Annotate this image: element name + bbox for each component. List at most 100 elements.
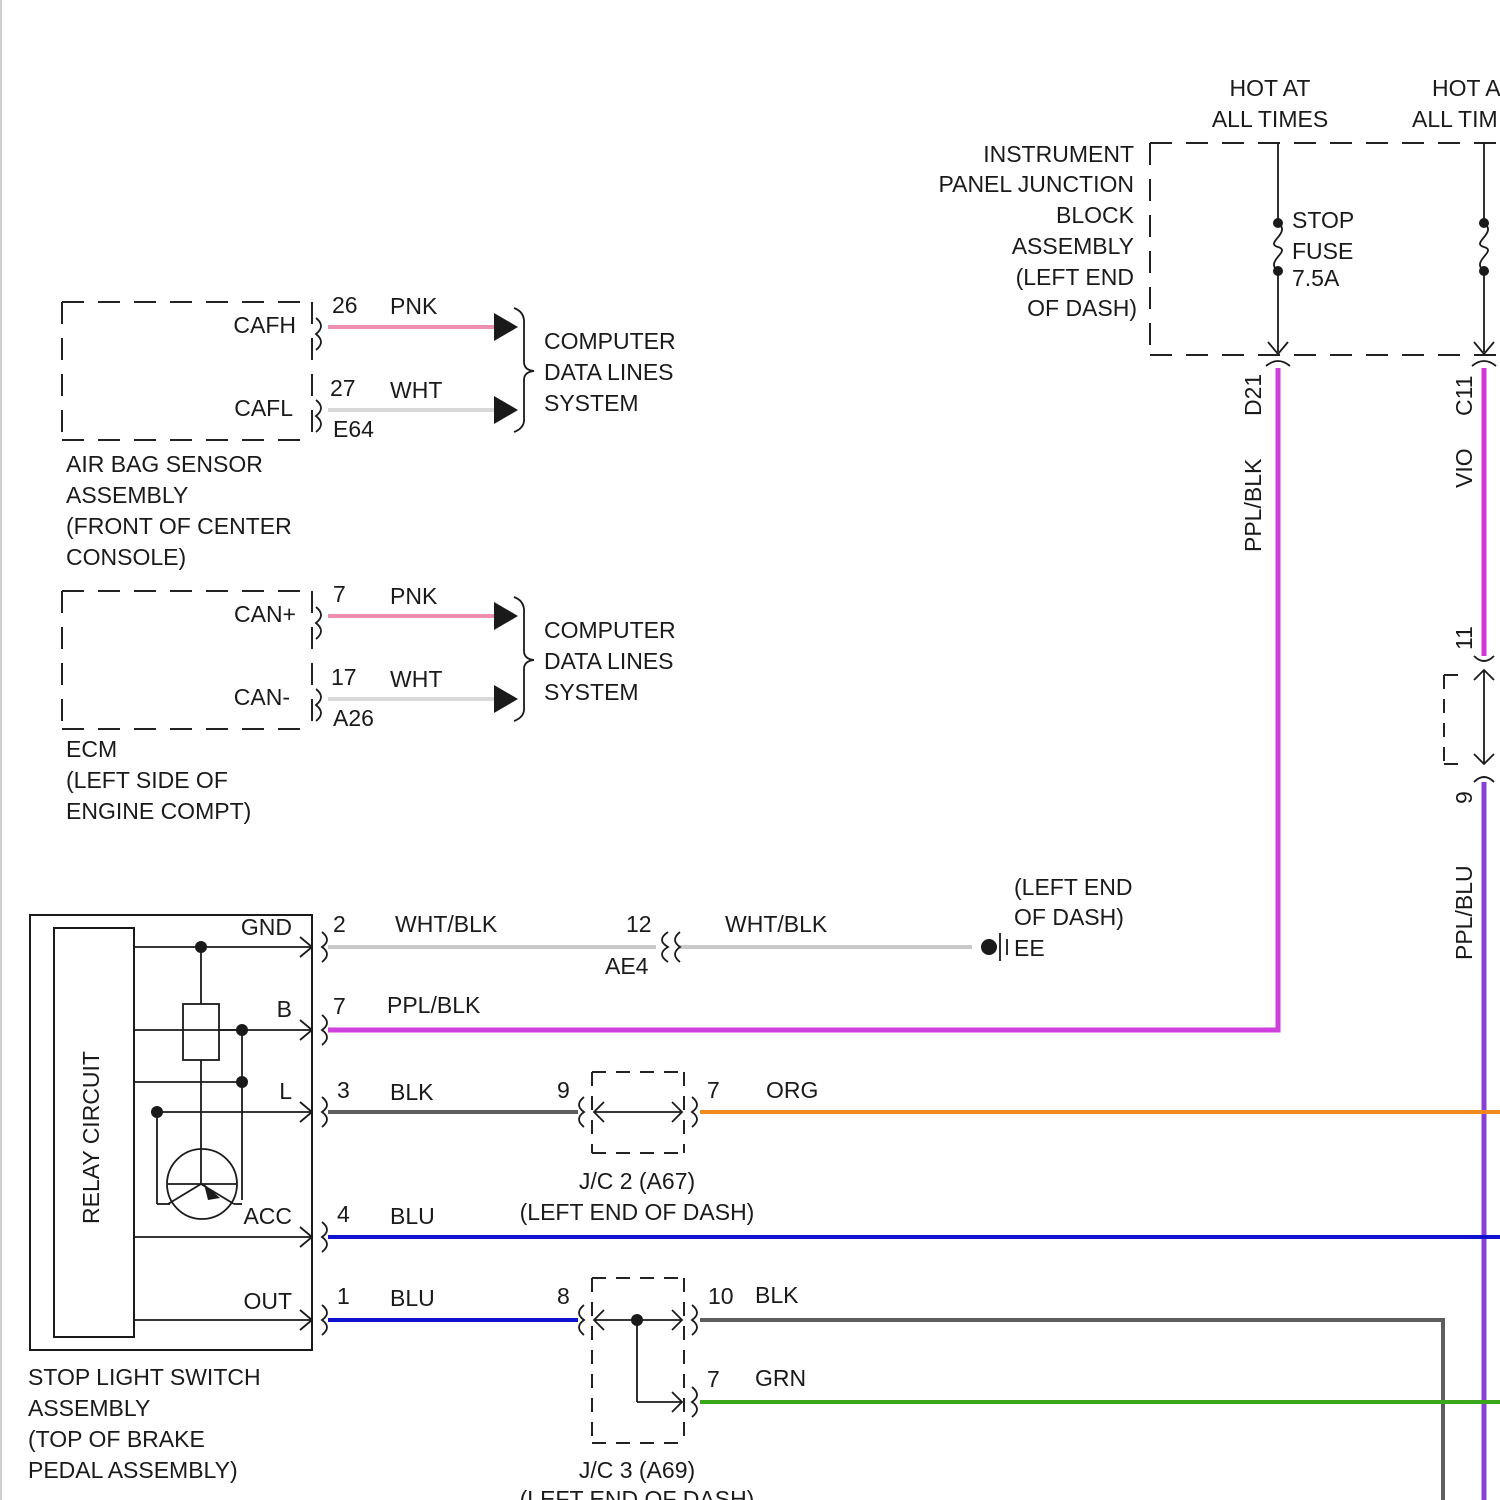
l-color: BLK bbox=[390, 1079, 434, 1105]
wire-ppl-blu-vertical: PPL/BLU bbox=[1451, 865, 1477, 960]
ecm-num-17: 17 bbox=[331, 664, 357, 690]
airbag-label-0: AIR BAG SENSOR bbox=[66, 451, 263, 477]
jc2-connector bbox=[579, 1072, 697, 1153]
acc-pin: 4 bbox=[337, 1201, 350, 1227]
ecm-pin-can-plus: CAN+ bbox=[234, 601, 296, 627]
terminal-l: L bbox=[279, 1078, 292, 1104]
jb-label-4: (LEFT END bbox=[1016, 264, 1134, 290]
gnd-color2: WHT/BLK bbox=[725, 911, 828, 937]
switch-label-0: STOP LIGHT SWITCH bbox=[28, 1364, 261, 1390]
out-color-out2: GRN bbox=[755, 1365, 806, 1391]
hot-label-1-line1: HOT AT bbox=[1230, 75, 1311, 101]
switch-label-2: (TOP OF BRAKE bbox=[28, 1426, 205, 1452]
airbag-pin-cafl: CAFL bbox=[234, 395, 293, 421]
jb-label-2: BLOCK bbox=[1056, 202, 1135, 228]
gnd-ae-conn: AE4 bbox=[605, 953, 649, 979]
wire-vio-vertical: VIO bbox=[1451, 448, 1477, 488]
arrow-icon bbox=[494, 313, 518, 341]
gnd-color: WHT/BLK bbox=[395, 911, 498, 937]
b-pin: 7 bbox=[333, 993, 346, 1019]
airbag-system-1: DATA LINES bbox=[544, 359, 674, 385]
terminal-acc: ACC bbox=[243, 1203, 292, 1229]
airbag-label-2: (FRONT OF CENTER bbox=[66, 513, 292, 539]
ecm-system-2: SYSTEM bbox=[544, 679, 639, 705]
airbag-label-3: CONSOLE) bbox=[66, 544, 186, 570]
relay-circuit-label: RELAY CIRCUIT bbox=[78, 1051, 104, 1224]
ground-icon bbox=[981, 933, 1007, 961]
switch-label-3: PEDAL ASSEMBLY) bbox=[28, 1457, 238, 1483]
fuse-label-2: 7.5A bbox=[1292, 265, 1340, 291]
ground-loc-1: OF DASH) bbox=[1014, 904, 1124, 930]
out-pin: 1 bbox=[337, 1283, 350, 1309]
airbag-connector: E64 bbox=[333, 416, 374, 442]
jc2-label-0: J/C 2 (A67) bbox=[579, 1168, 695, 1194]
acc-color: BLU bbox=[390, 1203, 435, 1229]
ground-loc-0: (LEFT END bbox=[1014, 874, 1132, 900]
fuse-icon-right bbox=[1479, 218, 1489, 276]
out-jc-out1: 10 bbox=[708, 1283, 734, 1309]
conn-d21: D21 bbox=[1240, 374, 1266, 416]
stop-light-switch bbox=[30, 915, 327, 1350]
conn-c11: C11 bbox=[1451, 376, 1477, 417]
ecm-label-1: (LEFT SIDE OF bbox=[66, 767, 228, 793]
l-color-out: ORG bbox=[766, 1077, 818, 1103]
junction-block: INSTRUMENT PANEL JUNCTION BLOCK ASSEMBLY… bbox=[938, 141, 1500, 366]
jb-label-0: INSTRUMENT bbox=[983, 141, 1134, 167]
wire-out-blk bbox=[700, 1320, 1443, 1500]
arrow-icon bbox=[494, 685, 518, 713]
jb-label-5: OF DASH) bbox=[1027, 295, 1137, 321]
jc3-label-1: (LEFT END OF DASH) bbox=[520, 1486, 755, 1500]
airbag-label-1: ASSEMBLY bbox=[66, 482, 188, 508]
terminal-gnd: GND bbox=[241, 914, 292, 940]
switch-label-1: ASSEMBLY bbox=[28, 1395, 150, 1421]
out-jc-out2: 7 bbox=[707, 1366, 720, 1392]
airbag-color-wht: WHT bbox=[390, 377, 442, 403]
terminal-b: B bbox=[277, 996, 292, 1022]
ecm-connector: A26 bbox=[333, 705, 374, 731]
terminal-out: OUT bbox=[243, 1288, 292, 1314]
jc3-connector bbox=[579, 1278, 697, 1443]
connector-11-9 bbox=[1444, 656, 1494, 782]
airbag-pin-cafh: CAFH bbox=[233, 312, 296, 338]
hot-label-1-line2: ALL TIMES bbox=[1212, 106, 1328, 132]
hot-label-2-line2: ALL TIM bbox=[1412, 106, 1498, 132]
jb-label-3: ASSEMBLY bbox=[1012, 233, 1134, 259]
connector-ae4-icon bbox=[662, 932, 680, 962]
pin-11: 11 bbox=[1451, 626, 1477, 650]
arrow-icon bbox=[494, 602, 518, 630]
jb-label-1: PANEL JUNCTION bbox=[938, 171, 1134, 197]
airbag-system-2: SYSTEM bbox=[544, 390, 639, 416]
jc3-label-0: J/C 3 (A69) bbox=[579, 1457, 695, 1483]
airbag-num-27: 27 bbox=[330, 375, 356, 401]
l-jc-out: 7 bbox=[707, 1077, 720, 1103]
l-jc-in: 9 bbox=[557, 1077, 570, 1103]
out-color-out1: BLK bbox=[755, 1282, 799, 1308]
ecm-label-2: ENGINE COMPT) bbox=[66, 798, 251, 824]
l-pin: 3 bbox=[337, 1077, 350, 1103]
ecm-color-wht: WHT bbox=[390, 666, 442, 692]
pin-9: 9 bbox=[1451, 791, 1477, 804]
fuse-label-0: STOP bbox=[1292, 207, 1354, 233]
ecm-num-7: 7 bbox=[333, 581, 346, 607]
stop-fuse-icon bbox=[1273, 218, 1283, 276]
ecm-pin-can-minus: CAN- bbox=[234, 684, 290, 710]
ecm-color-pnk: PNK bbox=[390, 583, 438, 609]
airbag-num-26: 26 bbox=[332, 292, 358, 318]
airbag-color-pnk: PNK bbox=[390, 293, 438, 319]
ecm-system-1: DATA LINES bbox=[544, 648, 674, 674]
ground-ee: EE bbox=[1014, 935, 1045, 961]
wire-b-ppl-blk bbox=[328, 1028, 1278, 1030]
out-color: BLU bbox=[390, 1285, 435, 1311]
gnd-pin: 2 bbox=[333, 911, 346, 937]
fuse-label-1: FUSE bbox=[1292, 238, 1353, 264]
hot-label-2-line1: HOT A bbox=[1432, 75, 1500, 101]
ecm-system-0: COMPUTER bbox=[544, 617, 676, 643]
ecm-label-0: ECM bbox=[66, 736, 117, 762]
b-color: PPL/BLK bbox=[387, 992, 481, 1018]
arrow-icon bbox=[494, 396, 518, 424]
out-jc-in: 8 bbox=[557, 1283, 570, 1309]
jc2-label-1: (LEFT END OF DASH) bbox=[520, 1199, 755, 1225]
gnd-ae-pin: 12 bbox=[626, 911, 652, 937]
airbag-system-0: COMPUTER bbox=[544, 328, 676, 354]
